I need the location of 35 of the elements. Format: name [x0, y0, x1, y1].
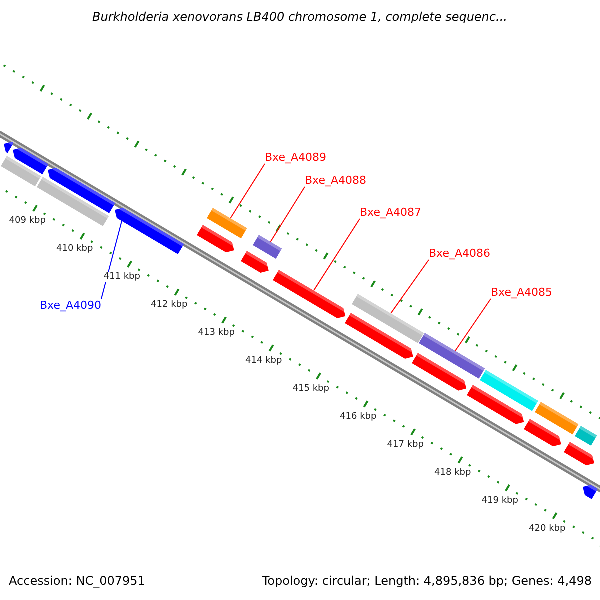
scale-label: 415 kbp [292, 384, 330, 394]
title: Burkholderia xenovorans LB400 chromosome 1, complete sequenc... [92, 10, 508, 24]
scale-label: 418 kbp [434, 468, 472, 478]
gene-label: Bxe_A4087 [360, 206, 422, 219]
leader-line [390, 260, 430, 314]
scale-label: 409 kbp [9, 216, 46, 226]
gene-label: Bxe_A4088 [305, 174, 367, 187]
gene-block [207, 208, 248, 239]
gene-block [1, 156, 42, 187]
leader-line [101, 220, 122, 300]
scale-label: 419 kbp [482, 496, 518, 506]
scale-label: 410 kbp [56, 244, 94, 254]
leader-line [454, 298, 492, 352]
genome-summary-text: Topology: circular; Length: 4,895,836 bp; Genes: 4,498 [262, 574, 592, 588]
scale-label: 411 kbp [104, 272, 140, 282]
leader-line [270, 186, 306, 243]
gene-label: Bxe_A4090 [40, 299, 102, 312]
scale-label: 416 kbp [340, 412, 377, 422]
scale-label: 417 kbp [387, 440, 424, 450]
gene-label: Bxe_A4085 [491, 286, 553, 299]
gene-block [419, 333, 486, 380]
gene-block [574, 426, 598, 446]
scale-label: 412 kbp [151, 300, 188, 310]
gene-block [352, 294, 424, 344]
gene-block [252, 235, 282, 260]
gene-block [534, 402, 578, 434]
gene-label: Bxe_A4089 [265, 151, 327, 164]
leader-line [313, 218, 360, 292]
gene-label: Bxe_A4086 [429, 247, 491, 260]
scale-label: 413 kbp [198, 328, 235, 338]
scale-label: 414 kbp [246, 356, 282, 366]
leader-line [230, 164, 266, 219]
scale-label: 420 kbp [529, 524, 566, 534]
accession-text: Accession: NC_007951 [9, 574, 146, 588]
gene-block [480, 370, 539, 411]
